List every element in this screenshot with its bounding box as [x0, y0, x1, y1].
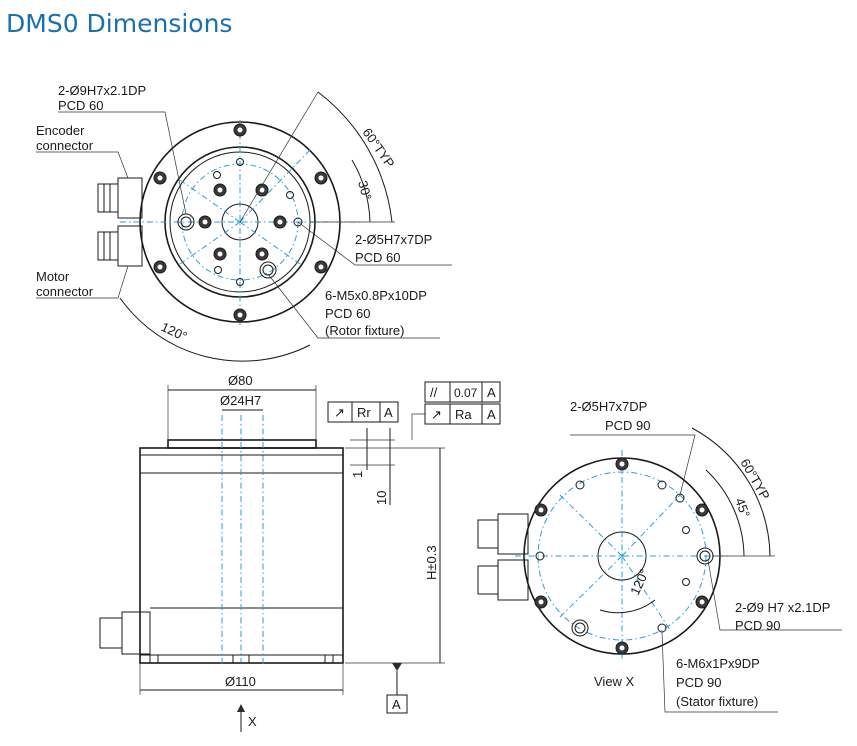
datum-triangle — [392, 663, 402, 671]
label-encoder-line2: connector — [36, 138, 94, 153]
view-x-arrow-label: X — [248, 714, 257, 729]
bv-leader-m6 — [661, 631, 778, 713]
leader-encoder — [36, 151, 129, 179]
tol-ra-symbol: ↗ — [431, 407, 442, 422]
bv-label-h5-line2: PCD 90 — [605, 418, 651, 433]
bv-label-h5-line1: 2-Ø5H7x7DP — [570, 399, 647, 414]
bv-arc-120 — [599, 599, 656, 614]
leader-motor — [36, 265, 129, 299]
motor-connector-shape — [97, 225, 143, 267]
angle-line — [179, 179, 241, 223]
bv-label-angle-45: 45° — [732, 496, 753, 520]
tolerance-frame-par — [424, 381, 501, 403]
angle-line — [179, 221, 241, 265]
bv-label-angle-60: 60°TYP — [737, 456, 772, 502]
bv-label-m6-line3: (Stator fixture) — [676, 694, 758, 709]
bv-label-m6-line2: PCD 90 — [676, 675, 722, 690]
label-h9-line2: PCD 60 — [58, 98, 104, 113]
bv-angle-line — [621, 494, 681, 557]
label-motor-line2: connector — [36, 284, 94, 299]
tol-ra-datum: A — [487, 407, 496, 422]
label-d24: Ø24H7 — [220, 393, 261, 408]
page-title: DMS0 Dimensions — [6, 9, 232, 38]
label-h5-line1: 2-Ø5H7x7DP — [355, 232, 432, 247]
bv-leader-h9 — [707, 559, 842, 631]
encoder-connector-shape — [97, 177, 143, 219]
rotor-holes — [177, 158, 303, 286]
bv-angle-line — [559, 555, 623, 618]
flange-bolt-holes — [153, 123, 328, 322]
bottom-view: 2-Ø5H7x7DP PCD 90 60°TYP 45° 120° 2-Ø9 H… — [477, 399, 842, 713]
leader-h5 — [297, 221, 452, 266]
label-angle-120: 120° — [159, 319, 190, 344]
label-d80: Ø80 — [228, 373, 253, 388]
tol-ra-ref: Ra — [455, 407, 472, 422]
label-dim-1: 1 — [350, 471, 365, 478]
tol-par-datum: A — [487, 385, 496, 400]
label-m5-line2: PCD 60 — [325, 306, 371, 321]
label-dim-10: 10 — [374, 491, 389, 505]
leader-m5 — [267, 273, 440, 339]
label-d110: Ø110 — [225, 674, 256, 689]
side-connector — [99, 611, 151, 655]
angle-line — [239, 221, 301, 265]
label-angle-30: 30° — [355, 179, 375, 202]
label-angle-60: 60°TYP — [360, 125, 398, 170]
tol-par-symbol: // — [430, 385, 438, 400]
top-view: 2-Ø9H7x2.1DP PCD 60 Encoder connector Mo… — [36, 83, 452, 362]
label-h5-line2: PCD 60 — [355, 250, 401, 265]
bv-view-name: View X — [594, 674, 635, 689]
datum-a-label: A — [392, 697, 401, 712]
bv-label-m6-line1: 6-M6x1Px9DP — [676, 656, 760, 671]
bv-label-h9-line1: 2-Ø9 H7 x2.1DP — [735, 600, 830, 615]
label-dim-h: H±0.3 — [424, 545, 439, 580]
bv-arc-60 — [691, 427, 771, 557]
tol-par-value: 0.07 — [454, 386, 478, 400]
bv-leader-h5 — [570, 434, 696, 496]
label-m5-line1: 6-M5x0.8Px10DP — [325, 288, 427, 303]
bv-connectors — [477, 513, 529, 601]
label-motor-line1: Motor — [36, 269, 70, 284]
label-encoder-line1: Encoder — [36, 123, 85, 138]
label-h9-line1: 2-Ø9H7x2.1DP — [58, 83, 146, 98]
bv-angle-line — [559, 494, 623, 557]
angle-line — [239, 149, 311, 223]
arc-60 — [317, 91, 393, 223]
tol-rr-datum: A — [384, 405, 393, 420]
arc-30 — [351, 159, 371, 223]
stator-holes — [534, 457, 714, 655]
arc-120 — [119, 297, 311, 362]
bv-label-h9-line2: PCD 90 — [735, 618, 781, 633]
label-m5-line3: (Rotor fixture) — [325, 323, 404, 338]
tol-rr-symbol: ↗ — [334, 405, 345, 420]
bv-label-angle-120: 120° — [627, 567, 652, 598]
datum-a-box — [386, 694, 408, 714]
leader-h9 — [58, 111, 187, 215]
bv-arc-45 — [705, 469, 745, 557]
bv-angle-line — [621, 555, 671, 631]
tol-rr-ref: Rr — [357, 405, 371, 420]
rotor-top — [167, 439, 317, 449]
tolerance-frame-rr — [327, 401, 399, 423]
side-view: Ø80 Ø24H7 Ø110 1 10 H±0.3 ↗ Rr A // 0.07… — [99, 373, 501, 732]
